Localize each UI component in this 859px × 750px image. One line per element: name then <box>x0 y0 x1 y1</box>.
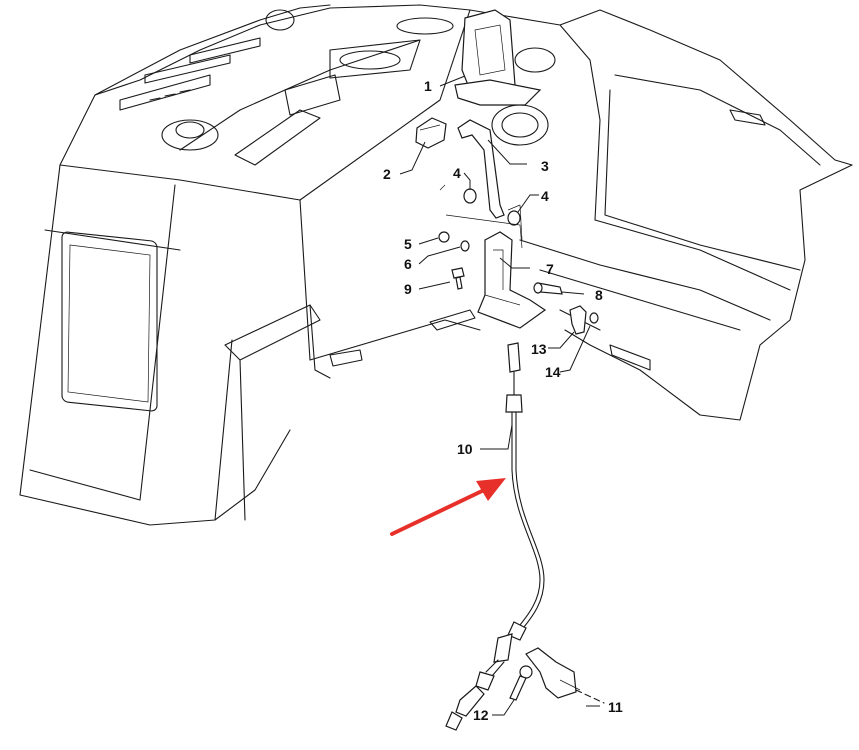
screw-part-9 <box>451 267 465 290</box>
bracket-part-11 <box>525 647 605 704</box>
callout-5: 5 <box>404 236 412 252</box>
callout-6: 6 <box>404 256 412 272</box>
bracket-part-7 <box>439 184 547 329</box>
callout-4a: 4 <box>453 165 461 181</box>
callout-14: 14 <box>545 364 561 380</box>
knob-part-2 <box>415 117 447 149</box>
cable-part-10 <box>445 342 545 731</box>
bolt-part-12 <box>509 665 533 701</box>
washer-part-14 <box>589 312 599 324</box>
cab-body <box>19 4 471 526</box>
callout-8: 8 <box>595 287 603 303</box>
right-side-panel <box>329 9 853 421</box>
bolt-part-4a <box>463 188 477 204</box>
callout-10: 10 <box>457 441 473 457</box>
callout-labels: 1 2 3 4 4 5 6 7 8 9 10 11 12 13 14 <box>383 78 623 723</box>
pin-part-8 <box>533 282 563 295</box>
leader-lines <box>399 75 600 716</box>
callout-1: 1 <box>424 78 432 94</box>
callout-9: 9 <box>404 281 412 297</box>
callout-4b: 4 <box>541 188 549 204</box>
callout-3: 3 <box>541 158 549 174</box>
washer-part-6 <box>460 240 470 252</box>
lever-part-3 <box>457 119 505 219</box>
callout-2: 2 <box>383 166 391 182</box>
washer-part-5 <box>438 231 450 243</box>
callout-13: 13 <box>531 341 547 357</box>
callout-7: 7 <box>546 261 554 277</box>
clip-part-13 <box>569 305 587 335</box>
bolt-part-4b <box>507 204 523 241</box>
lever-boot-part-1 <box>454 9 542 106</box>
callout-12: 12 <box>473 707 489 723</box>
red-arrow <box>390 478 506 536</box>
callout-11: 11 <box>608 699 623 715</box>
